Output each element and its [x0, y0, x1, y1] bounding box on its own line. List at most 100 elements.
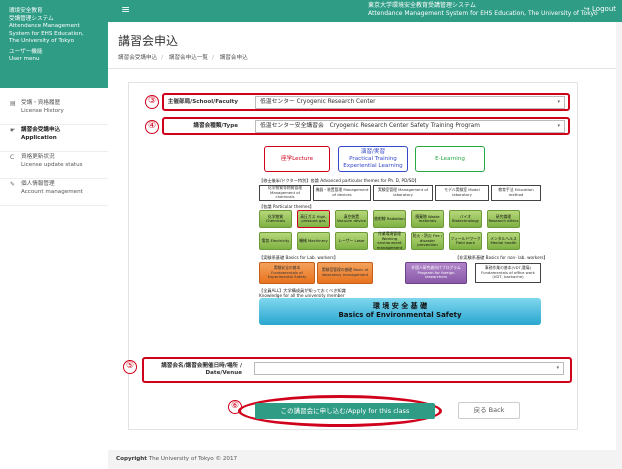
brand-line: 環境安全教育	[9, 8, 43, 14]
theme-tile: 放射線 Radiation	[373, 210, 406, 228]
all-heading: 【全員ALL】大学構成員が知っておくべき知識 Knowledge for all…	[259, 288, 346, 298]
course-diagram: 座学Lecture 演習/実習 Practical Training Exper…	[255, 142, 585, 347]
copyright-label: Copyright	[116, 456, 147, 462]
theme-tile: 電気 Electricity	[259, 232, 292, 250]
class-select[interactable]: ▾	[254, 362, 564, 375]
faculty-label: 主催部局/School/Faculty	[167, 99, 238, 105]
breadcrumb: 講習会受講申込/ 講習会申込一覧/ 講習会申込	[118, 55, 248, 61]
chevron-down-icon: ▾	[557, 123, 560, 129]
system-title: 東京大学環境安全教育受講管理システム Attendance Management…	[368, 2, 598, 18]
list-icon: ▤	[10, 100, 16, 107]
advanced-heading: 【修士後半/ドクター特別】各論 Advanced particular them…	[259, 178, 419, 183]
theme-tile: 真空装置 Vacuum device	[335, 210, 368, 228]
elearning-box: E-Learning	[415, 146, 485, 172]
theme-tile: 作業環境管理 Working environment management	[373, 231, 406, 250]
basics-tile: 事務作業の基本(VDT,腰痛) Fundamentals of office w…	[475, 263, 541, 283]
type-label: 講習会種類/Type	[193, 123, 238, 129]
chevron-down-icon: ▾	[557, 99, 560, 105]
faculty-select[interactable]: 低温センター Cryogenic Research Center ▾	[255, 96, 565, 109]
annotation-ellipse	[238, 395, 442, 427]
practical-box: 演習/実習 Practical Training Experiential Le…	[338, 146, 408, 172]
advanced-theme: 教育手法 Education method	[491, 185, 541, 201]
annotation-number: ③	[145, 95, 159, 109]
all-heading-jp: 【全員ALL】大学構成員が知っておくべき知識	[259, 288, 346, 293]
sidebar-item-label: License update status	[21, 161, 83, 168]
basics-lab-heading: 【実験系基礎 Basics for Lab. workers】	[259, 255, 339, 260]
advanced-theme: 実験室管理 Management of laboratory	[373, 185, 433, 201]
type-select[interactable]: 低温センター安全講習会 Cryogenic Research Center Sa…	[255, 120, 565, 133]
menu-icon[interactable]: ≡	[121, 3, 131, 16]
logout-icon: ↪	[583, 5, 590, 13]
sidebar-item-label: Account management	[21, 188, 83, 195]
sidebar-item-label: 個人情報管理	[21, 181, 55, 187]
theme-tile: 機械 Machinery	[297, 232, 330, 250]
advanced-theme: モデル実験室 Model laboratory	[435, 185, 489, 201]
theme-tile: レーザー Laser	[335, 232, 368, 250]
all-heading-en: Knowledge for all the university member	[259, 293, 345, 298]
theme-tile-selected: 高圧ガス High-pressure gas	[297, 210, 330, 228]
sidebar: 環境安全教育 受講管理システム Attendance Management Sy…	[0, 0, 108, 469]
chevron-down-icon: ▾	[556, 365, 559, 371]
user-menu-en: User menu	[9, 56, 40, 62]
particular-heading: 【各論 Particular themes】	[259, 204, 314, 209]
brand-block: 環境安全教育 受講管理システム Attendance Management Sy…	[0, 0, 108, 88]
practical-line: Experiential Learning	[343, 162, 403, 169]
class-label-line: 講習会名/講習会開催日時/場所 /	[161, 363, 242, 369]
breadcrumb-item: 講習会申込	[219, 55, 248, 61]
annotation-number: ⑤	[123, 360, 137, 374]
class-label: 講習会名/講習会開催日時/場所 / Date/Venue	[146, 363, 242, 377]
annotation-box	[162, 117, 570, 135]
brand-line: 受講管理システム	[9, 15, 54, 22]
system-title-en: Attendance Management System for EHS Edu…	[368, 10, 598, 17]
system-title-jp: 東京大学環境安全教育受講管理システム	[368, 2, 476, 9]
brand-line: Attendance Management	[9, 23, 80, 29]
edit-icon: ✎	[10, 181, 16, 188]
logout-label: Logout	[592, 5, 616, 13]
hand-pointer-icon: ☛	[10, 127, 16, 134]
advanced-theme: 化学物質等物質管理 Management of chemicals	[259, 185, 311, 201]
advanced-theme: 機器・装置管理 Management of devices	[313, 185, 371, 201]
basics-tile: 実験室管理の基礎 Basic of laboratory management	[317, 262, 373, 284]
practical-line: 演習/実習	[360, 148, 386, 155]
annotation-number: ④	[145, 120, 159, 134]
copyright-text: The University of Tokyo © 2017	[148, 456, 238, 462]
theme-tile: バイオ Biotechnology	[449, 210, 482, 228]
sidebar-nav: ▤ 受講・資格履歴 License History ☛ 講習会受講申込 Appl…	[0, 98, 108, 206]
apply-button[interactable]: この講習会に申し込む/Apply for this class	[255, 403, 435, 419]
page-title: 講習会申込	[118, 34, 179, 48]
breadcrumb-item[interactable]: 講習会申込一覧	[168, 55, 209, 61]
basics-tile: 実験安全の基本 Fundamentals of Experimental Saf…	[259, 262, 315, 284]
copyright: Copyright The University of Tokyo © 2017	[116, 456, 237, 462]
theme-tile: 化学物質 Chemicals	[259, 210, 292, 228]
type-select-value: 低温センター安全講習会 Cryogenic Research Center Sa…	[260, 123, 480, 129]
theme-tile: 研究倫理 Research ethics	[487, 210, 520, 228]
theme-tile: メンタルヘルス Mental health	[487, 232, 520, 250]
theme-tile: フィールドワーク Field work	[449, 232, 482, 250]
sidebar-item-account[interactable]: ✎ 個人情報管理 Account management	[0, 179, 108, 206]
basics-band-jp: 環 境 安 全 基 礎	[372, 302, 428, 310]
sidebar-item-license-update[interactable]: C 資格更新状況 License update status	[0, 152, 108, 179]
practical-line: Practical Training	[349, 155, 397, 162]
sidebar-item-label: Application	[21, 134, 57, 141]
sidebar-item-label: 資格更新状況	[21, 154, 55, 160]
sidebar-item-label: 受講・資格履歴	[21, 100, 61, 106]
sidebar-item-label: 講習会受講申込	[21, 127, 61, 133]
faculty-select-value: 低温センター Cryogenic Research Center	[260, 99, 376, 105]
annotation-box	[142, 357, 572, 383]
basics-band-en: Basics of Environmental Safety	[338, 311, 462, 319]
basics-nonlab-heading: 【非実験系基礎 Basics for non- lab. workers】	[455, 255, 548, 260]
brand-line: System for EHS Education,	[9, 30, 84, 37]
brand-line: The University of Tokyo	[9, 38, 75, 44]
refresh-icon: C	[10, 154, 15, 161]
divider	[108, 68, 616, 69]
lecture-box: 座学Lecture	[264, 146, 330, 172]
top-bar: ≡ 東京大学環境安全教育受講管理システム Attendance Manageme…	[108, 0, 622, 22]
basics-tile: 外国人研究者向けプログラム Program for foreign resear…	[405, 262, 467, 284]
breadcrumb-item[interactable]: 講習会受講申込	[118, 55, 158, 61]
sidebar-item-application[interactable]: ☛ 講習会受講申込 Application	[0, 125, 108, 152]
back-button[interactable]: 戻る Back	[458, 402, 520, 419]
sidebar-item-license-history[interactable]: ▤ 受講・資格履歴 License History	[0, 98, 108, 125]
class-label-line: Date/Venue	[205, 370, 242, 376]
logout-button[interactable]: ↪ Logout	[584, 4, 616, 14]
sidebar-item-label: License History	[21, 107, 64, 114]
